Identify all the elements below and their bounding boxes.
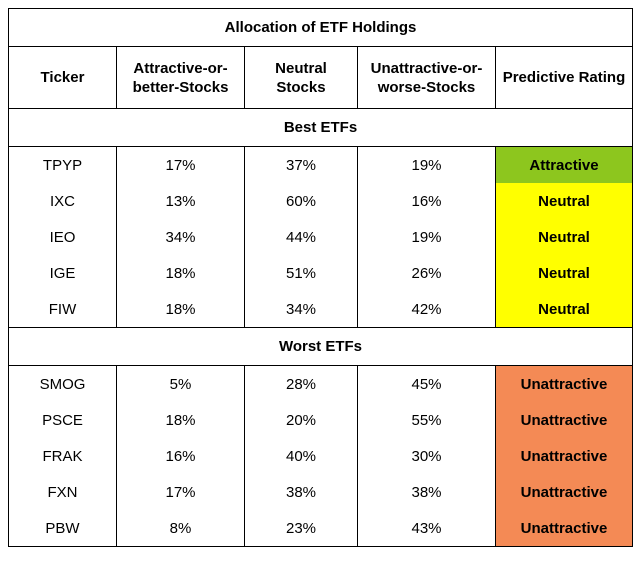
cell-neutral: 23% (244, 510, 358, 547)
cell-unattractive: 26% (357, 255, 496, 291)
cell-attractive: 13% (116, 183, 245, 219)
cell-unattractive: 38% (357, 474, 496, 510)
table-title-row: Allocation of ETF Holdings (8, 8, 633, 47)
cell-unattractive: 19% (357, 146, 496, 183)
cell-unattractive: 55% (357, 402, 496, 438)
table-row: FXN 17% 38% 38% Unattractive (8, 474, 633, 510)
cell-neutral: 37% (244, 146, 358, 183)
section-worst-row: Worst ETFs (8, 327, 633, 366)
cell-attractive: 18% (116, 402, 245, 438)
cell-neutral: 60% (244, 183, 358, 219)
cell-neutral: 28% (244, 365, 358, 402)
cell-attractive: 17% (116, 146, 245, 183)
cell-rating: Neutral (495, 291, 633, 328)
cell-ticker: IXC (8, 183, 117, 219)
table-row: PBW 8% 23% 43% Unattractive (8, 510, 633, 547)
section-worst-label: Worst ETFs (8, 327, 633, 366)
cell-attractive: 34% (116, 219, 245, 255)
table-row: SMOG 5% 28% 45% Unattractive (8, 365, 633, 402)
section-best-label: Best ETFs (8, 108, 633, 147)
cell-rating: Neutral (495, 255, 633, 291)
cell-rating: Attractive (495, 146, 633, 183)
cell-rating: Unattractive (495, 510, 633, 547)
cell-unattractive: 45% (357, 365, 496, 402)
cell-ticker: FXN (8, 474, 117, 510)
cell-ticker: IGE (8, 255, 117, 291)
cell-attractive: 5% (116, 365, 245, 402)
cell-rating: Neutral (495, 183, 633, 219)
header-row: Ticker Attractive-or-better-Stocks Neutr… (8, 46, 633, 109)
cell-attractive: 18% (116, 255, 245, 291)
cell-neutral: 20% (244, 402, 358, 438)
table-row: IEO 34% 44% 19% Neutral (8, 219, 633, 255)
cell-unattractive: 42% (357, 291, 496, 328)
table-row: FIW 18% 34% 42% Neutral (8, 291, 633, 328)
cell-neutral: 40% (244, 438, 358, 474)
table-row: PSCE 18% 20% 55% Unattractive (8, 402, 633, 438)
cell-neutral: 44% (244, 219, 358, 255)
header-rating: Predictive Rating (495, 46, 633, 109)
cell-attractive: 18% (116, 291, 245, 328)
cell-neutral: 38% (244, 474, 358, 510)
cell-unattractive: 19% (357, 219, 496, 255)
cell-ticker: SMOG (8, 365, 117, 402)
table-title: Allocation of ETF Holdings (8, 8, 633, 47)
cell-attractive: 17% (116, 474, 245, 510)
cell-rating: Unattractive (495, 402, 633, 438)
header-ticker: Ticker (8, 46, 117, 109)
table-row: TPYP 17% 37% 19% Attractive (8, 146, 633, 183)
cell-ticker: FRAK (8, 438, 117, 474)
cell-ticker: PSCE (8, 402, 117, 438)
cell-attractive: 8% (116, 510, 245, 547)
cell-unattractive: 30% (357, 438, 496, 474)
cell-attractive: 16% (116, 438, 245, 474)
header-attractive: Attractive-or-better-Stocks (116, 46, 245, 109)
header-unattractive: Unattractive-or-worse-Stocks (357, 46, 496, 109)
cell-unattractive: 16% (357, 183, 496, 219)
cell-unattractive: 43% (357, 510, 496, 547)
table-row: FRAK 16% 40% 30% Unattractive (8, 438, 633, 474)
section-best-row: Best ETFs (8, 108, 633, 147)
cell-ticker: TPYP (8, 146, 117, 183)
table-row: IGE 18% 51% 26% Neutral (8, 255, 633, 291)
cell-neutral: 34% (244, 291, 358, 328)
cell-ticker: PBW (8, 510, 117, 547)
cell-rating: Unattractive (495, 365, 633, 402)
cell-ticker: IEO (8, 219, 117, 255)
etf-allocation-table: Allocation of ETF Holdings Ticker Attrac… (8, 8, 633, 547)
cell-rating: Unattractive (495, 474, 633, 510)
cell-rating: Unattractive (495, 438, 633, 474)
cell-neutral: 51% (244, 255, 358, 291)
cell-rating: Neutral (495, 219, 633, 255)
table-row: IXC 13% 60% 16% Neutral (8, 183, 633, 219)
cell-ticker: FIW (8, 291, 117, 328)
